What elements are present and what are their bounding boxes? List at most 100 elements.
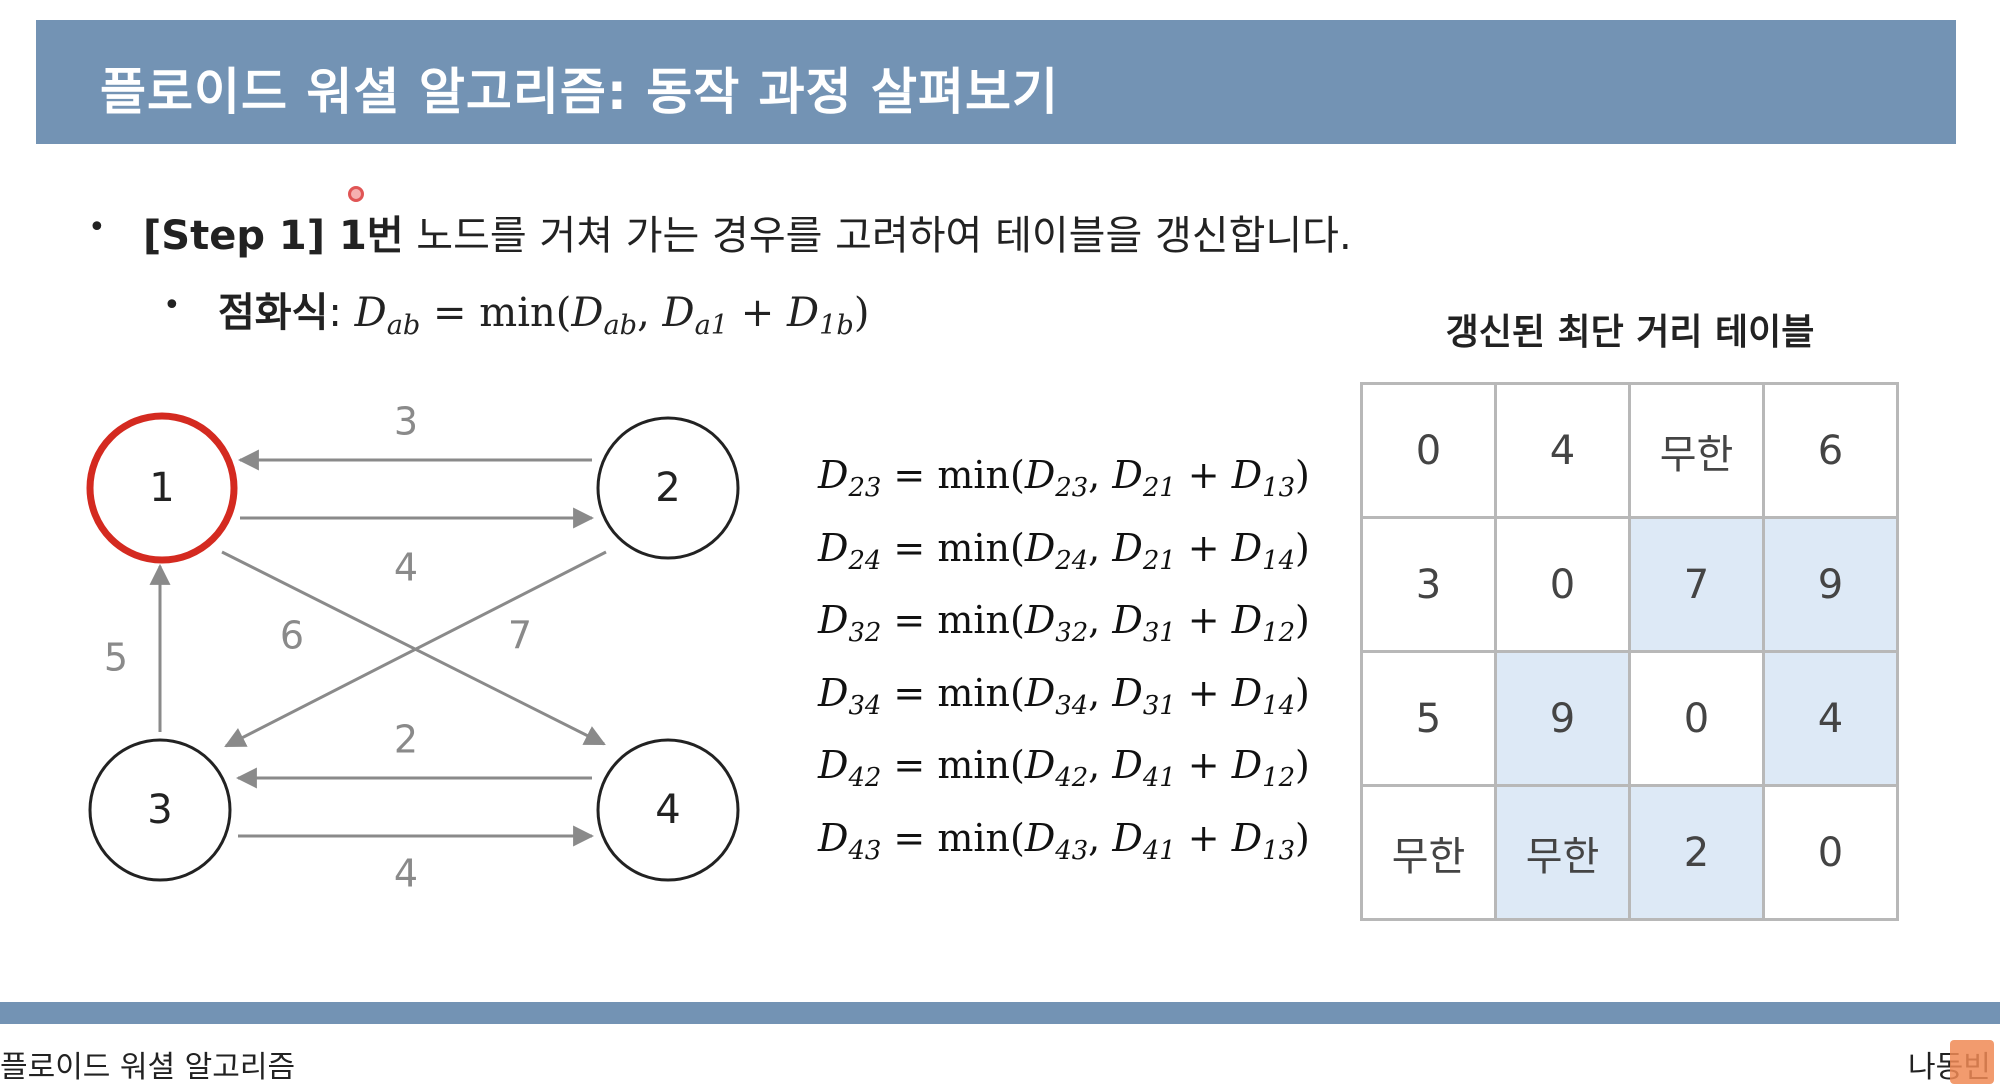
equation-part: D [818, 453, 849, 497]
table-cell: 7 [1628, 516, 1765, 653]
equation-part: 21 [1142, 472, 1176, 503]
equation-part: = min( [881, 525, 1025, 570]
edge-2-3 [224, 550, 607, 748]
equation-part: D [1024, 815, 1056, 860]
equation-part: + [1175, 598, 1232, 642]
table-cell: 무한 [1494, 784, 1631, 921]
equation-part: 13 [1262, 835, 1296, 866]
node-2 [596, 416, 740, 560]
equation-part: D [1112, 670, 1143, 715]
equation-part: D [818, 815, 849, 860]
recurrence-colon: : [328, 290, 342, 336]
equation-part: = min( [881, 743, 1025, 787]
equation-part: , [1088, 453, 1113, 497]
edge-weight: 4 [394, 546, 418, 590]
equation-part: D [1112, 815, 1143, 860]
bullet-marker: • [88, 210, 106, 245]
equation-row: D43 = min(D43, D41 + D13) [818, 808, 1310, 881]
equation-part: D [1112, 453, 1143, 497]
channel-logo-icon [1950, 1040, 1994, 1084]
equation-part: 34 [1055, 690, 1089, 721]
equation-part: D [818, 743, 849, 787]
formula-min: = min( [420, 290, 572, 336]
equation-part: ) [1295, 670, 1310, 715]
equation-part: 42 [848, 762, 882, 793]
formula-sub: 1b [819, 310, 854, 342]
equation-row: D34 = min(D34, D31 + D14) [818, 663, 1310, 736]
node-3 [88, 738, 232, 882]
edge-weight: 6 [280, 614, 304, 658]
equation-part: D [1112, 598, 1143, 642]
formula-d: D [787, 290, 820, 336]
equation-part: D [818, 598, 849, 642]
edge-weight: 7 [508, 614, 532, 658]
equation-part: , [1088, 670, 1113, 715]
equation-part: 41 [1142, 835, 1176, 866]
equation-part: + [1175, 743, 1232, 787]
table-cell: 3 [1360, 516, 1497, 653]
equation-part: ) [1295, 743, 1310, 787]
equation-part: 12 [1262, 617, 1296, 648]
equation-part: 34 [848, 690, 882, 721]
equation-part: , [1088, 815, 1113, 860]
equation-part: , [1088, 525, 1113, 570]
equation-row: D23 = min(D23, D21 + D13) [818, 445, 1310, 518]
equation-part: 12 [1262, 762, 1296, 793]
table-cell: 2 [1628, 784, 1765, 921]
equation-part: 32 [1055, 617, 1089, 648]
edge-weight: 3 [394, 400, 418, 444]
equation-part: + [1175, 815, 1232, 860]
equation-part: = min( [881, 670, 1025, 715]
edge-weight: 2 [394, 718, 418, 762]
table-cell: 무한 [1360, 784, 1497, 921]
step-description: [Step 1] 1번 노드를 거쳐 가는 경우를 고려하여 테이블을 갱신합니… [143, 203, 1352, 261]
equation-part: D [1112, 525, 1143, 570]
equation-part: 21 [1142, 545, 1176, 576]
sub-bullet-marker: • [163, 288, 181, 323]
equation-part: D [1024, 453, 1056, 497]
equation-part: 14 [1262, 545, 1296, 576]
equation-part: D [1231, 743, 1263, 787]
equation-part: = min( [881, 598, 1025, 642]
equation-part: ) [1295, 453, 1310, 497]
footer-title: 플로이드 워셜 알고리즘 [0, 1050, 296, 1085]
equation-part: 32 [848, 617, 882, 648]
table-cell: 무한 [1628, 382, 1765, 519]
equation-part: D [1231, 815, 1263, 860]
equation-part: D [1231, 670, 1263, 715]
equation-row: D42 = min(D42, D41 + D12) [818, 735, 1310, 808]
table-cell: 9 [1494, 650, 1631, 787]
table-cell: 0 [1762, 784, 1899, 921]
equation-part: D [818, 525, 849, 570]
equation-part: 43 [848, 835, 882, 866]
equation-part: 24 [1055, 545, 1089, 576]
equation-part: 41 [1142, 762, 1176, 793]
table-cell: 5 [1360, 650, 1497, 787]
equation-part: D [1024, 743, 1056, 787]
edge-weight: 4 [394, 852, 418, 896]
equation-part: 23 [1055, 472, 1089, 503]
equation-part: D [818, 670, 849, 715]
formula-comma: , [637, 290, 663, 336]
equation-part: D [1024, 670, 1056, 715]
slide-title: 플로이드 워셜 알고리즘: 동작 과정 살펴보기 [100, 63, 1060, 121]
equation-part: ) [1295, 598, 1310, 642]
recurrence-formula: Dab = min(Dab, Da1 + D1b) [355, 290, 870, 341]
table-cell: 0 [1360, 382, 1497, 519]
table-title: 갱신된 최단 거리 테이블 [1445, 312, 1815, 353]
table-cell: 4 [1762, 650, 1899, 787]
equation-part: 13 [1262, 472, 1296, 503]
equation-row: D24 = min(D24, D21 + D14) [818, 518, 1310, 591]
table-cell: 0 [1628, 650, 1765, 787]
equation-part: 24 [848, 545, 882, 576]
footer-bar [0, 1002, 2000, 1024]
formula-sub: ab [386, 310, 421, 342]
node-1 [86, 412, 238, 564]
equation-part: = min( [881, 453, 1025, 497]
